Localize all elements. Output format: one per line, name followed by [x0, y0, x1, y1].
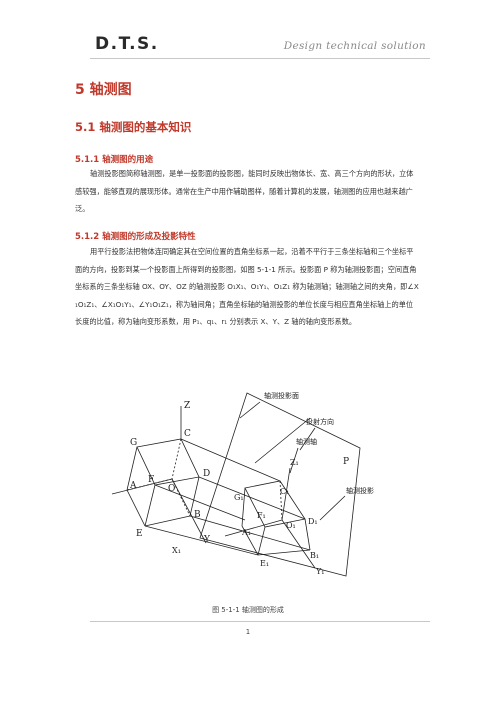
point-o1: O₁	[286, 521, 296, 530]
point-b1: B₁	[310, 551, 319, 560]
point-a1: A₁	[241, 528, 251, 537]
point-c1: C₁	[280, 487, 289, 496]
point-x1: X₁	[172, 546, 181, 555]
point-d1: D₁	[308, 517, 318, 526]
callout-projection-direction: 投射方向	[306, 417, 334, 426]
axonometric-diagram: 轴测投影面 投射方向 轴测轴 轴测投影 P Z G C D A F O B E …	[111, 391, 374, 577]
point-f: F	[148, 475, 154, 485]
box-top	[136, 438, 200, 486]
paragraph-usage: 轴测投影图简称轴测图，是单一投影面的投影图，能同时反映出物体长、宽、高三个方向的…	[75, 169, 414, 213]
chapter-title: 5 轴测图	[75, 82, 132, 98]
projected-top	[244, 480, 306, 528]
point-f1: F₁	[257, 511, 266, 520]
point-o: O	[168, 484, 175, 494]
page-number: 1	[245, 628, 251, 636]
axis-y	[171, 478, 207, 544]
callout-axonometric-axis: 轴测轴	[296, 437, 317, 446]
point-y: Y	[203, 535, 211, 545]
axis-z1	[281, 467, 291, 521]
point-g: G	[130, 438, 137, 448]
point-e: E	[136, 529, 143, 539]
section-title: 5.1 轴测图的基本知识	[75, 120, 192, 134]
footer-divider	[90, 621, 430, 622]
point-b: B	[194, 510, 201, 520]
point-a: A	[129, 481, 137, 491]
axis-x	[111, 478, 173, 495]
point-c: C	[184, 429, 191, 439]
callout-projection-plane: 轴测投影面	[264, 391, 299, 400]
company-logo: D.T.S.	[95, 34, 159, 54]
callout-axonometric-projection: 轴测投影	[346, 486, 374, 495]
axis-x1	[224, 519, 283, 537]
axis-y1	[281, 519, 316, 569]
paragraph-formation: 用平行投影法把物体连同确定其在空间位置的直角坐标系一起，沿着不平行于三条坐标轴和…	[75, 247, 419, 326]
point-g1: G₁	[234, 493, 244, 502]
point-z1: Z₁	[290, 458, 299, 467]
point-z: Z	[184, 401, 190, 411]
point-d: D	[203, 469, 210, 479]
subsection-title-usage: 5.1.1 轴测图的用途	[75, 155, 154, 165]
header-tagline: Design technical solution	[283, 40, 426, 52]
subsection-title-formation: 5.1.2 轴测图的形成及投影特性	[75, 232, 196, 242]
header-divider	[90, 58, 430, 59]
point-y1: Y₁	[315, 567, 325, 576]
figure-caption: 图 5-1-1 轴测图的形成	[212, 606, 284, 614]
projection-plane	[199, 392, 361, 577]
axonometric-figure: 轴测投影面 投射方向 轴测轴 轴测投影 P Z G C D A F O B E …	[110, 378, 380, 578]
point-e1: E₁	[260, 559, 269, 568]
label-plane-p: P	[343, 457, 349, 467]
